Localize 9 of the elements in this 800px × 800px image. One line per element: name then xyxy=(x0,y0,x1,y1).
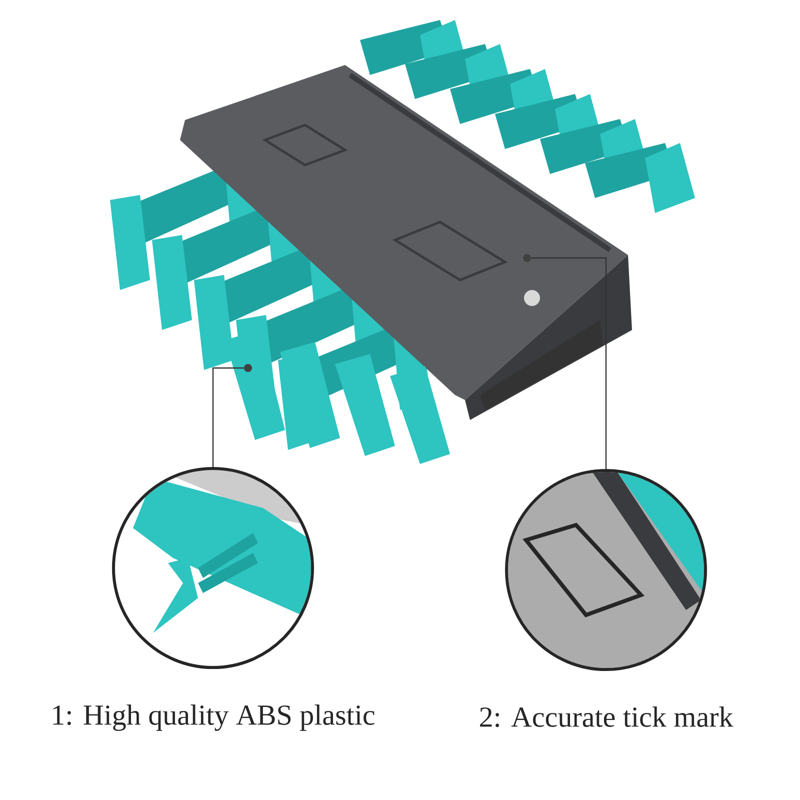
magnified-view-drawing xyxy=(112,467,314,669)
contour-gauge-drawing xyxy=(110,20,695,464)
leader-line xyxy=(531,257,607,469)
caption: 2: Accurate tick mark xyxy=(480,706,734,728)
magnified-view-drawing xyxy=(505,469,707,671)
leader-line xyxy=(212,367,244,467)
pointer-dot xyxy=(244,364,252,372)
pointer-dot xyxy=(523,254,531,262)
caption: 1: High quality ABS plastic xyxy=(53,704,374,731)
